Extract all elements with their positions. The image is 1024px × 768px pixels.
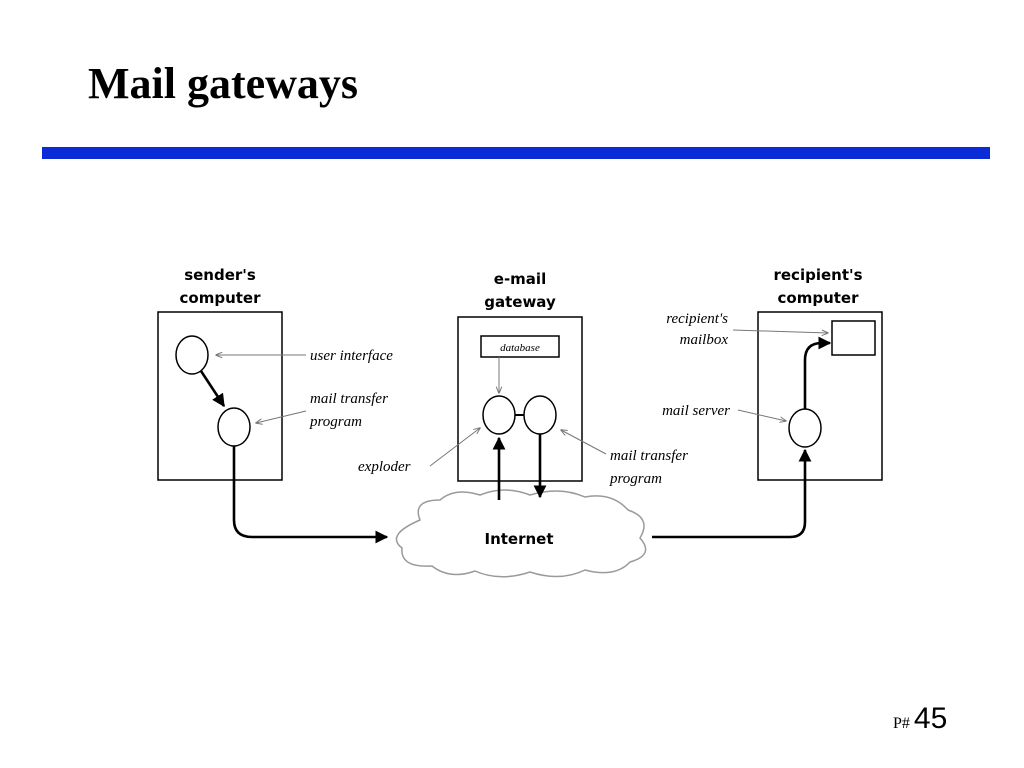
- gateway-mta-label-line1: mail transfer: [610, 448, 688, 464]
- internet-label: Internet: [484, 530, 553, 548]
- sender-mta-label-line2: program: [309, 414, 362, 430]
- sender-mta-label-line1: mail transfer: [310, 391, 388, 407]
- mail-server-pointer: [737, 409, 786, 421]
- page-number-prefix: P#: [893, 715, 910, 732]
- mailbox-box: [831, 320, 876, 356]
- mailbox-label-line1: recipient's: [666, 311, 728, 327]
- gateway-mta-pointer: [561, 430, 607, 455]
- page-number: P#45: [893, 702, 947, 736]
- sender-mta-pointer: [256, 410, 307, 423]
- sender-title-line1: sender's: [184, 266, 256, 284]
- sender-computer-box: [157, 311, 283, 481]
- sender-to-internet-arrow: [232, 446, 389, 544]
- recipient-title-line1: recipient's: [773, 266, 862, 284]
- internet-cloud: Internet: [395, 489, 647, 578]
- mailbox-pointer: [732, 329, 828, 333]
- exploder-process: [482, 395, 516, 435]
- gateway-title-line2: gateway: [484, 293, 556, 311]
- gateway-mail-transfer-process: [523, 395, 557, 435]
- sender-computer: sender's computer: [157, 266, 283, 481]
- server-to-mailbox-arrow: [803, 336, 832, 409]
- internet-to-recipient-arrow: [652, 448, 812, 539]
- mail-server-label: mail server: [662, 403, 730, 419]
- mailbox-label-line2: mailbox: [680, 332, 729, 348]
- recipient-title-line2: computer: [778, 289, 860, 307]
- recipient-computer: recipient's computer: [757, 266, 883, 481]
- page-number-value: 45: [913, 702, 948, 735]
- gateway-title-line1: e-mail: [494, 270, 546, 288]
- exploder-pointer: [429, 428, 480, 467]
- title-rule: [42, 147, 990, 159]
- email-gateway: e-mail gateway database: [457, 270, 583, 482]
- database-box: [480, 335, 560, 358]
- gateway-mta-label-line2: program: [609, 471, 662, 487]
- slide-title: Mail gateways: [88, 59, 359, 108]
- mail-server-process: [788, 408, 822, 448]
- ui-to-mta-arrow: [199, 370, 226, 408]
- sender-mail-transfer-process: [217, 407, 251, 447]
- user-interface-process: [175, 335, 209, 375]
- sender-title-line2: computer: [180, 289, 262, 307]
- database-label: database: [500, 342, 540, 354]
- exploder-label: exploder: [358, 459, 411, 475]
- user-interface-label: user interface: [310, 348, 393, 364]
